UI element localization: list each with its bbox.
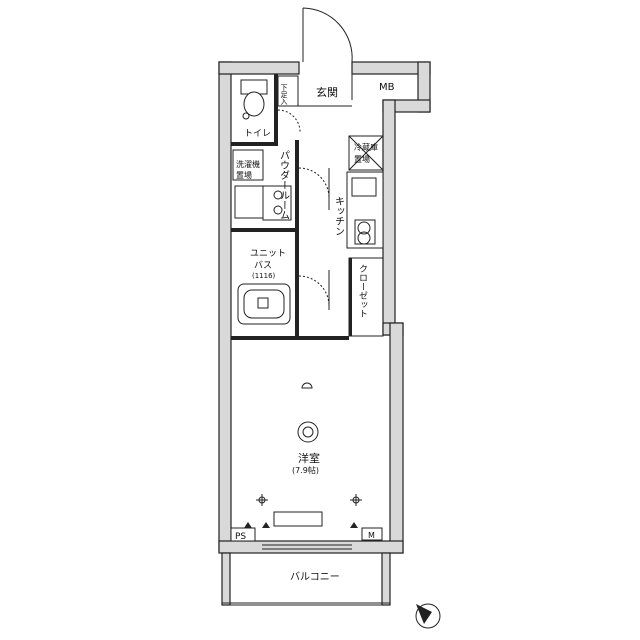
laundry-label-2: 置場	[236, 170, 252, 180]
unit-bath	[237, 283, 291, 325]
ps-label: PS	[235, 532, 246, 542]
balcony: バルコニー	[221, 552, 391, 606]
entrance-label: 玄関	[316, 85, 338, 99]
outlet-icon	[244, 522, 358, 528]
entry-door	[302, 7, 353, 63]
mb-label: MB	[379, 82, 395, 93]
balcony-label: バルコニー	[290, 571, 340, 583]
balcony-window	[262, 544, 352, 550]
kitchen-fixtures	[351, 177, 377, 245]
wash-basin	[234, 185, 292, 221]
toilet-label: トイレ	[244, 129, 271, 139]
ceiling-light-icon	[350, 494, 362, 506]
shoe-box-label: 下足入	[280, 84, 288, 105]
fridge-label-1: 冷蔵庫	[354, 142, 378, 152]
fridge-label-2: 置場	[354, 154, 370, 164]
unit-bath-label-3: (1116)	[252, 272, 276, 280]
western-room-size: (7.9帖)	[292, 465, 319, 475]
closet-label: クローゼット	[357, 264, 368, 318]
laundry-label-1: 洗濯機	[236, 159, 260, 169]
kitchen-label: キッチン	[333, 196, 344, 236]
north-arrow-icon	[415, 603, 441, 629]
laundry-area: 洗濯機 置場	[232, 149, 264, 181]
toilet-fixture	[240, 79, 268, 120]
ps-box: PS	[230, 527, 256, 542]
m-box: M	[361, 527, 383, 541]
unit-bath-label-1: ユニット	[250, 249, 286, 259]
ceiling-light-icon	[256, 494, 268, 506]
powder-room-label: パウダールーム	[278, 150, 290, 220]
western-room-label: 洋室	[298, 451, 320, 465]
exterior-walls	[218, 61, 431, 554]
unit-bath-label-2: バス	[254, 260, 272, 271]
western-room: 洋室 (7.9帖)	[256, 382, 362, 527]
m-label: M	[368, 531, 375, 540]
interior-walls	[231, 74, 384, 340]
